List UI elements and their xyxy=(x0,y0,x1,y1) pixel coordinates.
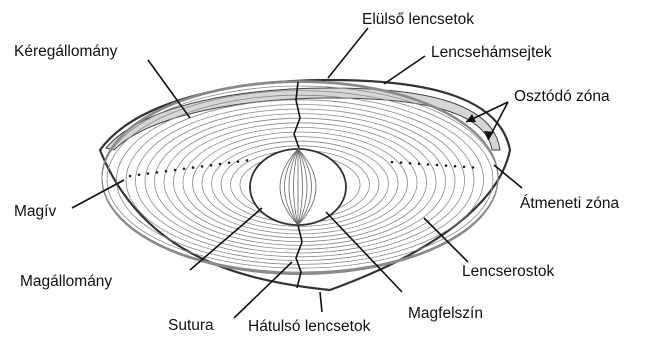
bow-dot xyxy=(246,159,249,162)
label-atmeneti: Átmeneti zóna xyxy=(520,195,619,212)
bow-dot xyxy=(183,168,186,171)
label-magiv: Magív xyxy=(14,203,56,220)
label-hatulso: Hátulsó lencsetok xyxy=(248,318,371,335)
bow-dot xyxy=(454,165,457,168)
bow-dot xyxy=(201,165,204,168)
label-osztodo: Osztódó zóna xyxy=(514,88,610,105)
bow-dot xyxy=(400,161,403,164)
leader-magiv xyxy=(72,180,124,208)
bow-dot xyxy=(156,171,159,174)
leader-hatulso xyxy=(320,292,322,312)
leader-lencsehamsejtek xyxy=(384,56,425,84)
label-lencserostok: Lencserostok xyxy=(462,263,554,280)
label-sutura: Sutura xyxy=(168,317,214,334)
bow-dot xyxy=(210,164,213,167)
bow-dot xyxy=(237,160,240,163)
bow-dot xyxy=(192,166,195,169)
label-magfelszin: Magfelszín xyxy=(408,305,483,322)
label-magallomany: Magállomány xyxy=(20,273,112,290)
bow-dot xyxy=(138,174,141,177)
bow-dot xyxy=(436,164,439,167)
label-kereg: Kéregállomány xyxy=(14,43,118,60)
bow-dot xyxy=(427,163,430,166)
label-lencsehamsejtek: Lencsehámsejtek xyxy=(431,44,552,61)
bow-dot xyxy=(463,166,466,169)
bow-dot xyxy=(147,172,150,175)
bow-dot xyxy=(418,163,421,166)
bow-dot xyxy=(409,162,412,165)
bow-dot xyxy=(219,163,222,166)
bow-dot xyxy=(228,162,231,165)
label-elulso: Elülső lencsetok xyxy=(362,11,474,28)
bow-dot xyxy=(129,175,132,178)
bow-dot xyxy=(472,166,475,169)
bow-dot xyxy=(445,164,448,167)
bow-dot xyxy=(391,161,394,164)
bow-dot xyxy=(174,169,177,172)
bow-dot xyxy=(165,170,168,173)
leader-elulso xyxy=(328,28,368,78)
